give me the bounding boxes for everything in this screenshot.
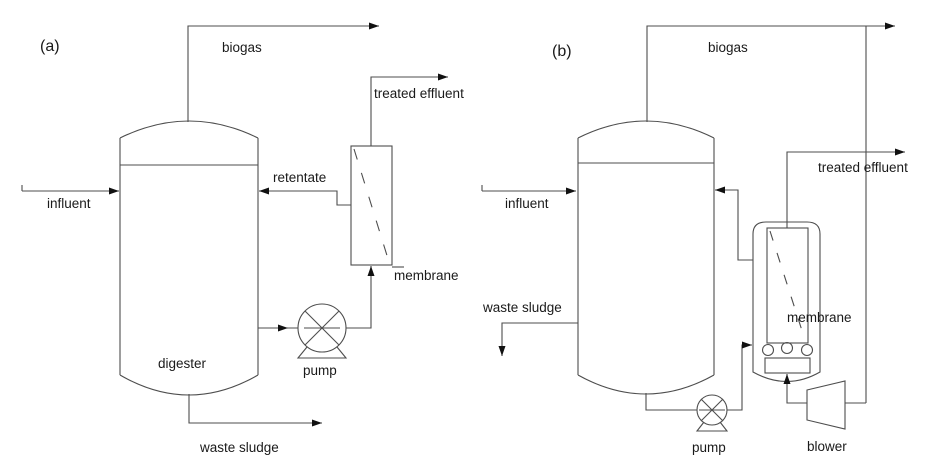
- label-retentate-a: retentate: [273, 170, 326, 185]
- label-waste-sludge-b: waste sludge: [482, 300, 562, 315]
- pump-feed-pipe-b: [645, 393, 697, 411]
- gas-bubbles-b: [761, 341, 814, 357]
- label-pump-b: pump: [692, 440, 726, 455]
- treated-effluent-pipe-a: [370, 73, 448, 146]
- panel-b: (b) biogas treated effluent influent was…: [481, 22, 908, 455]
- biogas-pipe-a: [187, 22, 379, 122]
- air-pipe-b: [783, 374, 807, 404]
- label-influent-a: influent: [47, 196, 91, 211]
- label-treated-effluent-b: treated effluent: [818, 160, 908, 175]
- panel-a-tag: (a): [40, 38, 60, 55]
- digester-a: [119, 120, 259, 396]
- digester-b: [577, 120, 715, 395]
- blower-symbol-b: [806, 380, 846, 430]
- membrane-tank-b: [752, 221, 821, 382]
- label-waste-sludge-a: waste sludge: [199, 440, 279, 455]
- label-pump-a: pump: [303, 363, 337, 378]
- waste-sludge-pipe-b: [498, 322, 578, 356]
- pump-symbol-b: [695, 394, 729, 432]
- treated-effluent-pipe-b: [786, 148, 905, 228]
- label-treated-effluent-a: treated effluent: [374, 86, 464, 101]
- pump-outlet-pipe-a: [346, 266, 375, 329]
- diffuser-b: [764, 357, 811, 374]
- membrane-dashed-line-b: [769, 230, 806, 341]
- return-pipe-b: [715, 186, 753, 261]
- label-membrane-a: membrane: [394, 268, 459, 283]
- membrane-module-b: [766, 227, 809, 344]
- label-biogas-a: biogas: [222, 40, 262, 55]
- biogas-pipe-b: [646, 22, 895, 122]
- label-blower-b: blower: [807, 439, 847, 454]
- label-digester-a: digester: [158, 356, 207, 371]
- membrane-dashed-line-a: [353, 148, 390, 263]
- pump-outlet-pipe-b: [727, 341, 752, 411]
- panel-a: (a) biogas treated effluent retentate in…: [21, 22, 464, 455]
- waste-sludge-pipe-a: [188, 394, 322, 427]
- label-biogas-b: biogas: [708, 40, 748, 55]
- pump-symbol-a: [296, 303, 348, 359]
- retentate-pipe-a: [259, 187, 351, 206]
- label-influent-b: influent: [505, 196, 549, 211]
- label-membrane-b: membrane: [787, 310, 852, 325]
- panel-b-tag: (b): [552, 43, 572, 60]
